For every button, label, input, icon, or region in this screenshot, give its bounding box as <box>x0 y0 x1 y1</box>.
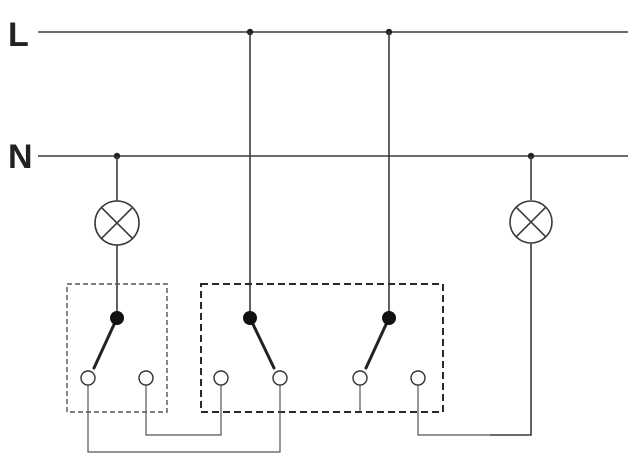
switch-2-terminal-a <box>213 370 229 386</box>
switch-1-pivot <box>110 311 124 325</box>
switch-2-pivot <box>243 311 257 325</box>
neutral-rail-label: N <box>8 138 33 176</box>
switch-1-terminal-b <box>138 370 154 386</box>
wire-s1a-to-s2b <box>87 385 281 453</box>
switch-1-terminal-a <box>80 370 96 386</box>
switch-2 <box>213 311 288 386</box>
double-switch-box <box>200 283 444 413</box>
switch-2-terminal-b <box>272 370 288 386</box>
live-rail-label: L <box>8 16 29 54</box>
switch-3-pivot <box>382 311 396 325</box>
wire-s1b-to-s2a <box>145 385 222 436</box>
switch-3-terminal-a <box>352 370 368 386</box>
switch-3-terminal-b <box>410 370 426 386</box>
right-lamp-return <box>490 243 532 436</box>
wire-s3b-to-right-lamp <box>417 385 490 436</box>
switch-3 <box>352 311 426 386</box>
switch-1 <box>80 311 154 386</box>
lamp-left <box>94 200 140 246</box>
single-switch-box <box>66 283 168 413</box>
lamp-right <box>509 200 553 244</box>
